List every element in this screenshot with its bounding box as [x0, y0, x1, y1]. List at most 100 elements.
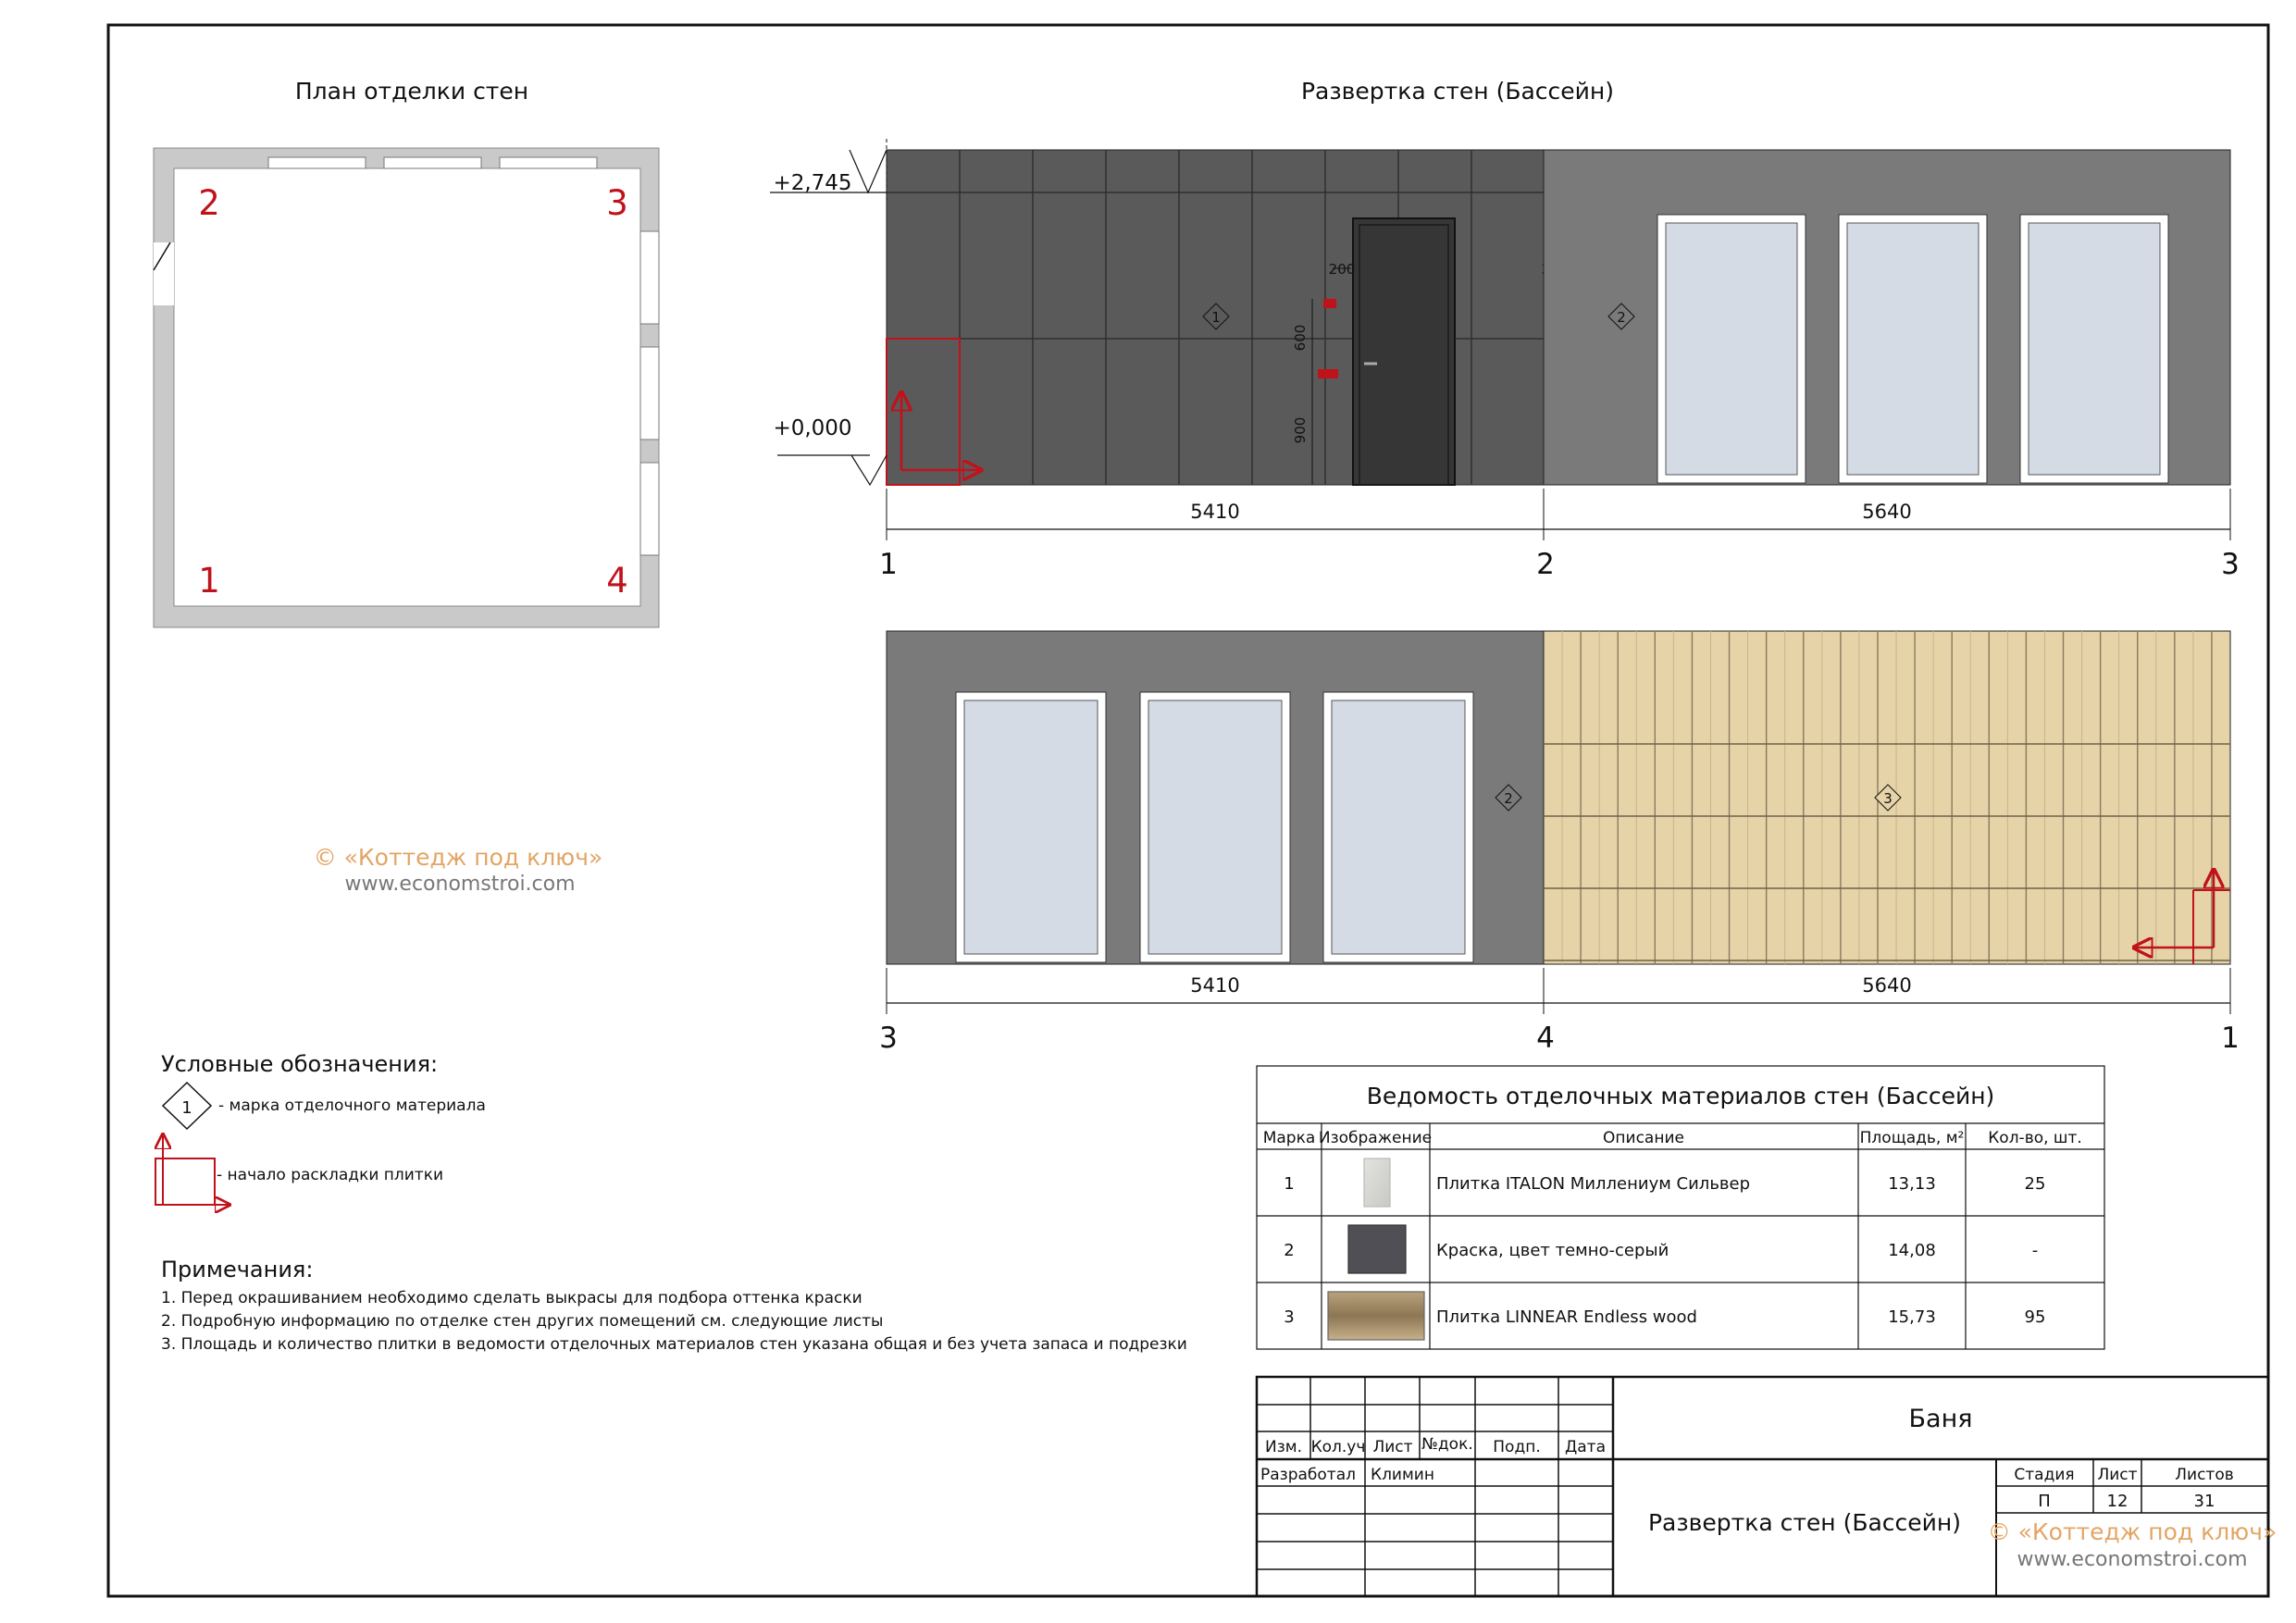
- socket-icon: [1323, 299, 1336, 308]
- legend-start-symbol: [155, 1158, 216, 1206]
- stamp-sheets: 31: [2194, 1492, 2215, 1511]
- dim-bottom-2: 5640: [1862, 974, 1911, 997]
- level-bottom: +0,000: [773, 416, 851, 440]
- windows-wall-3-4: [955, 691, 1474, 963]
- stamp-project: Баня: [1909, 1405, 1973, 1433]
- plan-window: [383, 156, 482, 169]
- row-3-mark: 3: [1284, 1307, 1294, 1327]
- stamp-stage: П: [2038, 1492, 2051, 1511]
- plan-corner-1: 1: [198, 561, 220, 601]
- note-1: 1. Перед окрашиванием необходимо сделать…: [161, 1289, 863, 1307]
- row-1-qty: 25: [2025, 1174, 2046, 1194]
- legend-start-text: - начало раскладки плитки: [217, 1166, 443, 1184]
- plan-walls: [153, 147, 660, 628]
- windows-wall-2-3: [1657, 214, 2169, 484]
- stamp-watermark-line2: www.economstroi.com: [2017, 1548, 2247, 1571]
- plan-window: [499, 156, 598, 169]
- window-glass: [2028, 222, 2161, 476]
- watermark-line1: © «Коттедж под ключ»: [314, 844, 603, 871]
- window-glass: [963, 700, 1098, 955]
- wood-tile-grid: [1544, 631, 2230, 964]
- legend-mark-symbol: [161, 1081, 213, 1131]
- stamp-developed-label: Разработал: [1260, 1466, 1356, 1484]
- axis-bottom-3: 3: [879, 1022, 898, 1055]
- stamp-watermark-line1: © «Коттедж под ключ»: [1988, 1518, 2277, 1545]
- schedule-header-qty: Кол-во, шт.: [1988, 1129, 2082, 1147]
- row-3-swatch: [1327, 1291, 1425, 1341]
- mark-1-label: 1: [1211, 309, 1221, 326]
- plan-door-leaf: [153, 242, 171, 271]
- level-marker-top: [849, 149, 887, 194]
- row-1-area: 13,13: [1888, 1174, 1936, 1194]
- mark-2-label: 2: [1617, 309, 1626, 326]
- plan-window: [267, 156, 366, 169]
- window-glass: [1846, 222, 1980, 476]
- door: [1352, 217, 1456, 486]
- stamp-sheet-label: Лист: [2097, 1466, 2137, 1484]
- material-mark-1: [1202, 303, 1230, 330]
- dim-600: 600: [1292, 325, 1309, 352]
- legend: Условные обозначения: 1 - марка отделочн…: [155, 1051, 486, 1205]
- stamp-header-podp: Подп.: [1493, 1438, 1540, 1456]
- window-glass: [1665, 222, 1798, 476]
- schedule-header-area: Площадь, м²: [1860, 1129, 1965, 1147]
- window-glass: [1148, 700, 1283, 955]
- row-1-mark: 1: [1284, 1174, 1294, 1194]
- stamp-header-izm: Изм.: [1265, 1438, 1302, 1456]
- material-mark-3: [1874, 784, 1902, 812]
- axis-top-2: 2: [1536, 548, 1555, 581]
- stamp-header-date: Дата: [1565, 1438, 1606, 1456]
- level-top: +2,745: [773, 171, 851, 195]
- row-1-swatch: [1363, 1158, 1391, 1208]
- stamp-sheets-label: Листов: [2175, 1466, 2234, 1484]
- row-2-qty: -: [2032, 1241, 2039, 1260]
- axis-bottom-1: 1: [2221, 1022, 2240, 1055]
- schedule-header-description: Описание: [1603, 1129, 1684, 1147]
- sheet-frame: [106, 23, 2270, 1598]
- row-2-area: 14,08: [1888, 1241, 1936, 1260]
- plan-door-opening: [154, 242, 174, 305]
- dim-top-1: 5410: [1190, 501, 1239, 523]
- stamp-header-koluch: Кол.уч: [1311, 1438, 1366, 1456]
- material-mark-2: [1607, 303, 1635, 330]
- elevation-title: Развертка стен (Бассейн): [1301, 78, 1614, 105]
- door-frame: [1359, 224, 1449, 486]
- wall-plan: План отделки стен 2 3 1 4: [153, 78, 660, 628]
- axis-top-1: 1: [879, 548, 898, 581]
- schedule-header-mark: Марка: [1263, 1129, 1316, 1147]
- plan-window: [639, 230, 660, 325]
- stamp-stage-label: Стадия: [2014, 1466, 2074, 1484]
- materials-schedule: Ведомость отделочных материалов стен (Ба…: [1256, 1065, 2105, 1350]
- dim-900: 900: [1292, 417, 1309, 444]
- row-2-description: Краска, цвет темно-серый: [1436, 1241, 1669, 1260]
- row-2-mark: 2: [1284, 1241, 1294, 1260]
- row-3-area: 15,73: [1888, 1307, 1936, 1327]
- material-mark-2b: [1495, 784, 1522, 812]
- plan-corner-4: 4: [606, 561, 628, 601]
- watermark-line2: www.economstroi.com: [344, 873, 575, 896]
- elevation-top: Развертка стен (Бассейн) 200 600 900: [770, 78, 2240, 581]
- plan-corner-2: 2: [198, 183, 220, 223]
- axis-bottom-4: 4: [1536, 1022, 1555, 1055]
- elevation-bottom: 2 3 5410 5640 3 4 1: [879, 630, 2240, 1055]
- stamp-header-list: Лист: [1372, 1438, 1412, 1456]
- stamp-sheet-title: Развертка стен (Бассейн): [1648, 1509, 1961, 1536]
- legend-title: Условные обозначения:: [161, 1051, 438, 1077]
- notes: Примечания: 1. Перед окрашиванием необхо…: [161, 1257, 1187, 1354]
- row-3-qty: 95: [2025, 1307, 2046, 1327]
- mark-3-label: 3: [1883, 790, 1893, 807]
- stamp-sheet: 12: [2107, 1492, 2128, 1511]
- schedule-title: Ведомость отделочных материалов стен (Ба…: [1367, 1083, 1995, 1109]
- dim-bottom-1: 5410: [1190, 974, 1239, 997]
- row-2-swatch: [1347, 1224, 1407, 1274]
- tile-start-marker: [886, 338, 961, 486]
- schedule-header-image: Изображение: [1319, 1129, 1432, 1147]
- note-2: 2. Подробную информацию по отделке стен …: [161, 1312, 883, 1331]
- mark-2b-label: 2: [1504, 790, 1513, 807]
- dim-top-2: 5640: [1862, 501, 1911, 523]
- dim-200-left: 200: [1329, 261, 1356, 278]
- stamp-header-doc: №док.: [1421, 1435, 1473, 1454]
- schedule-border: [1256, 1065, 2105, 1350]
- level-marker-bottom: [850, 454, 887, 487]
